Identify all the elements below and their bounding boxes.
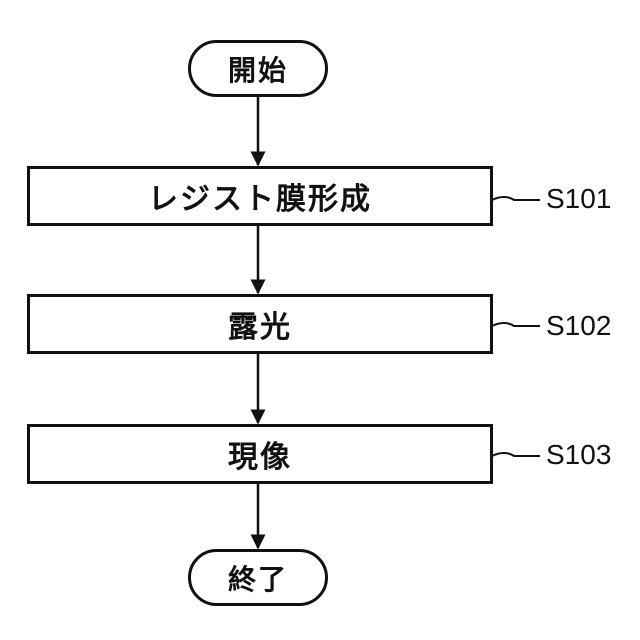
leader-s102 xyxy=(492,323,540,326)
step-s103-box: 現像 xyxy=(27,424,493,484)
start-label: 開始 xyxy=(228,49,288,89)
step-s103-ref: S103 xyxy=(546,439,611,471)
step-s101-ref: S101 xyxy=(546,183,611,215)
end-label: 終了 xyxy=(228,558,288,598)
step-s102-ref: S102 xyxy=(546,310,611,342)
step-s102-label: 露光 xyxy=(228,302,292,346)
leader-s103 xyxy=(492,453,540,456)
step-s103-label: 現像 xyxy=(228,432,292,476)
step-s101-label: レジスト膜形成 xyxy=(148,174,372,218)
step-s101-box: レジスト膜形成 xyxy=(27,166,493,226)
step-s102-box: 露光 xyxy=(27,294,493,354)
leader-s101 xyxy=(492,197,540,200)
end-terminal: 終了 xyxy=(188,549,328,606)
start-terminal: 開始 xyxy=(188,40,328,97)
